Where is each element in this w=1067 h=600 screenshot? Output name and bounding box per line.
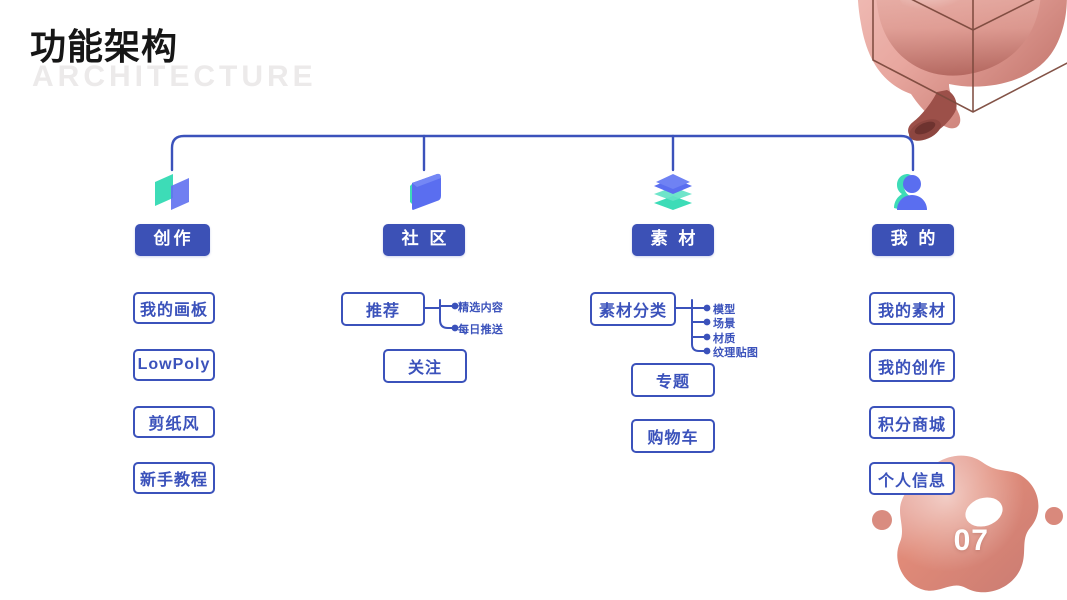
balloon-cube-decoration bbox=[857, 0, 1067, 141]
head-button-label[interactable]: 我 的 bbox=[871, 224, 955, 256]
head-button-label[interactable]: 社 区 bbox=[382, 224, 466, 256]
item-box-recommend[interactable]: 推荐 bbox=[341, 292, 425, 326]
item-box-papercut[interactable]: 剪纸风 bbox=[133, 406, 215, 438]
sub-item-daily-push[interactable]: 每日推送 bbox=[458, 324, 504, 336]
item-box-my-canvas[interactable]: 我的画板 bbox=[133, 292, 215, 324]
column-head-create[interactable]: 创作 bbox=[62, 224, 282, 256]
item-box-following[interactable]: 关注 bbox=[383, 349, 467, 383]
layers-icon bbox=[563, 170, 783, 214]
page-number: 07 bbox=[953, 524, 989, 557]
sub-item-texture[interactable]: 材质 bbox=[713, 333, 736, 345]
column-head-mine[interactable]: 我 的 bbox=[803, 224, 1023, 256]
item-box-my-creations[interactable]: 我的创作 bbox=[869, 349, 955, 382]
column-head-materials[interactable]: 素 材 bbox=[563, 224, 783, 256]
item-box-my-materials[interactable]: 我的素材 bbox=[869, 292, 955, 325]
branch-dots-materials bbox=[703, 304, 711, 355]
item-box-material-category[interactable]: 素材分类 bbox=[590, 292, 676, 326]
page-title: ARCHITECTURE 功能架构 bbox=[30, 18, 313, 93]
sub-item-model[interactable]: 模型 bbox=[713, 304, 736, 316]
sub-item-scene[interactable]: 场景 bbox=[713, 318, 736, 330]
sub-item-texture-map[interactable]: 纹理贴图 bbox=[713, 347, 759, 359]
sub-item-featured-content[interactable]: 精选内容 bbox=[458, 302, 504, 314]
item-box-topic[interactable]: 专题 bbox=[631, 363, 715, 397]
item-box-personal-info[interactable]: 个人信息 bbox=[869, 462, 955, 495]
page-title-english: ARCHITECTURE bbox=[32, 60, 317, 93]
column-head-community[interactable]: 社 区 bbox=[314, 224, 534, 256]
book-icon bbox=[314, 170, 534, 214]
item-box-shopping-cart[interactable]: 购物车 bbox=[631, 419, 715, 453]
item-box-points-mall[interactable]: 积分商城 bbox=[869, 406, 955, 439]
user-icon bbox=[803, 170, 1023, 214]
head-button-label[interactable]: 素 材 bbox=[631, 224, 715, 256]
item-box-beginner-tutorial[interactable]: 新手教程 bbox=[133, 462, 215, 494]
two-parallelograms-icon bbox=[62, 170, 282, 214]
head-button-label[interactable]: 创作 bbox=[134, 224, 210, 256]
page-title-chinese: 功能架构 bbox=[30, 26, 179, 67]
item-box-lowpoly[interactable]: LowPoly bbox=[133, 349, 215, 381]
